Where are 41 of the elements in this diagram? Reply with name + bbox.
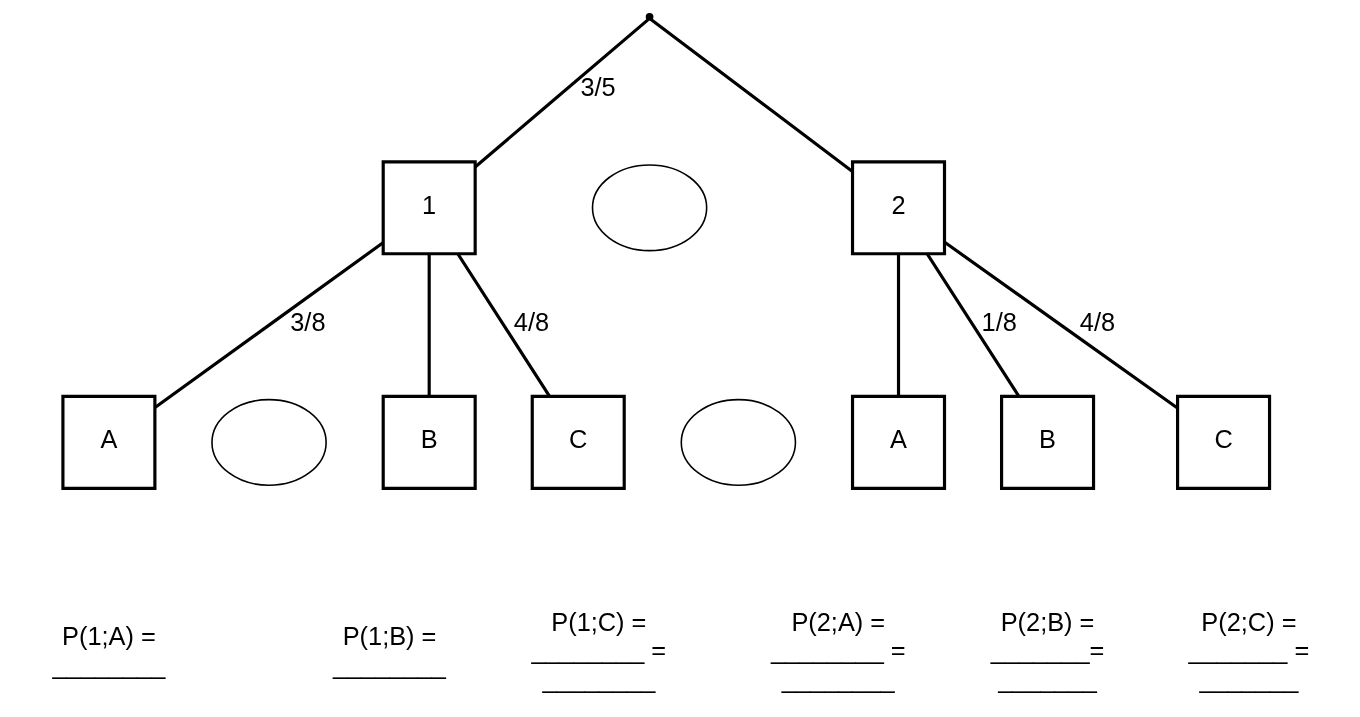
- node-box: C: [530, 394, 626, 490]
- connector: [943, 241, 1178, 410]
- node-label: ________: [541, 664, 655, 693]
- node-label: P(2;C) =: [1200, 607, 1296, 636]
- edge-label: 3/8: [289, 308, 326, 337]
- node-label: ________ =: [770, 636, 906, 665]
- node-label: ________: [781, 664, 895, 693]
- node-box: 1: [381, 160, 477, 256]
- node-label: P(1;B) =: [342, 622, 436, 651]
- node-label: _______=: [990, 636, 1104, 665]
- node-label: ________: [51, 650, 165, 679]
- node-ellipse: [210, 398, 327, 487]
- node-label: ________: [332, 650, 446, 679]
- connector: [896, 254, 900, 397]
- node-box: C: [1175, 394, 1271, 490]
- node-ellipse: [591, 164, 707, 252]
- edge-label: 4/8: [513, 308, 549, 337]
- node-point: [645, 12, 653, 21]
- connector: [456, 253, 551, 398]
- node-box: A: [60, 394, 156, 490]
- node-label: P(2;A) =: [790, 607, 885, 636]
- node-box: 2: [850, 160, 946, 256]
- connector: [473, 18, 649, 169]
- node-label: ________ =: [531, 636, 666, 665]
- node-label: P(1;C) =: [550, 607, 646, 636]
- node-label: P(2;B) =: [1000, 607, 1094, 636]
- node-box: B: [381, 394, 477, 490]
- connector: [427, 254, 431, 397]
- node-label: P(1;A) =: [61, 622, 156, 651]
- edge-label: 3/5: [579, 73, 616, 102]
- node-box: B: [999, 394, 1095, 490]
- edge-label: 1/8: [981, 308, 1017, 337]
- node-label: _______: [1199, 664, 1298, 693]
- node-box: A: [850, 394, 946, 490]
- connector: [925, 253, 1020, 398]
- node-label: _______ =: [1188, 636, 1309, 665]
- connector: [649, 17, 853, 173]
- node-ellipse: [680, 398, 796, 487]
- node-label: _______: [997, 664, 1097, 693]
- connector: [153, 241, 384, 409]
- edge-label: 4/8: [1079, 308, 1115, 337]
